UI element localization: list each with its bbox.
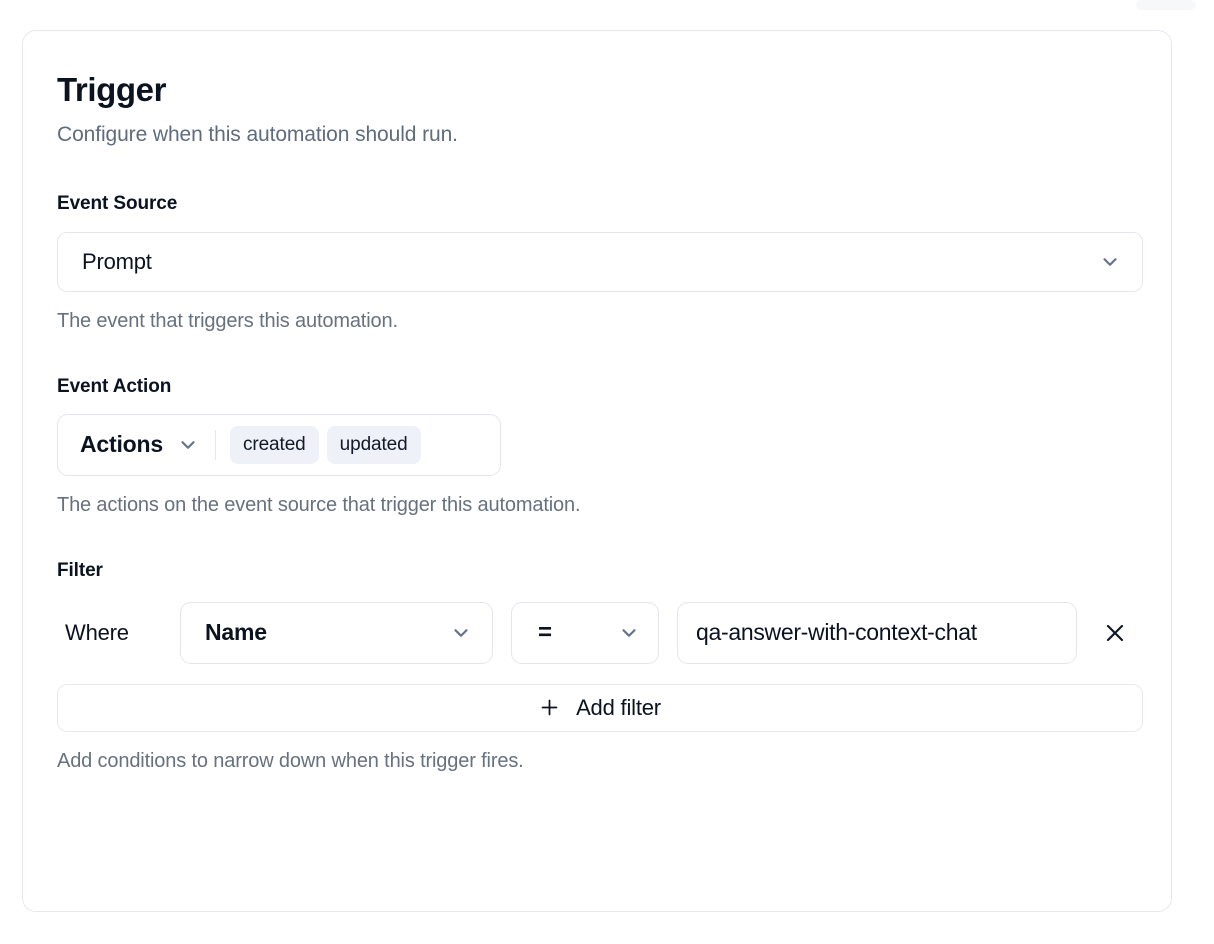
event-action-pills: created updated: [229, 425, 421, 464]
filter-where-label: Where: [65, 619, 129, 645]
add-filter-label: Add filter: [576, 694, 661, 720]
event-action-label: Event Action: [57, 375, 172, 397]
trigger-card: Trigger Configure when this automation s…: [22, 30, 1172, 912]
close-icon: [1103, 621, 1127, 645]
remove-filter-button[interactable]: [1095, 613, 1135, 653]
event-action-dropdown-label: Actions: [80, 431, 163, 458]
event-source-section: Event Source Prompt The event that trigg…: [57, 192, 1143, 333]
event-action-dropdown[interactable]: Actions: [80, 431, 215, 458]
event-action-control: Actions created updated: [57, 413, 501, 476]
event-action-section: Event Action Actions created updated The…: [57, 376, 1137, 517]
event-source-helper: The event that triggers this automation.: [57, 309, 398, 332]
event-action-pill-updated[interactable]: updated: [326, 425, 421, 464]
chevron-down-icon: [177, 434, 199, 456]
divider: [214, 429, 216, 460]
filter-field-select[interactable]: Name: [180, 601, 493, 664]
chevron-down-icon: [618, 622, 640, 644]
page-title: Trigger: [57, 71, 167, 108]
chevron-down-icon: [1099, 251, 1121, 273]
event-action-helper: The actions on the event source that tri…: [57, 493, 581, 516]
add-filter-button[interactable]: Add filter: [57, 683, 1143, 732]
filter-value-input[interactable]: [677, 601, 1077, 664]
filter-helper: Add conditions to narrow down when this …: [57, 749, 524, 772]
scroll-indicator: [1136, 0, 1196, 10]
chevron-down-icon: [450, 622, 472, 644]
card-subtitle: Configure when this automation should ru…: [57, 122, 458, 146]
event-source-select[interactable]: Prompt: [57, 231, 1143, 292]
event-source-label: Event Source: [57, 192, 178, 214]
filter-row: Where Name =: [57, 601, 1137, 664]
filter-label: Filter: [57, 559, 103, 581]
event-source-value: Prompt: [82, 248, 152, 274]
filter-operator-select[interactable]: =: [511, 601, 659, 664]
filter-field-value: Name: [205, 619, 267, 646]
filter-section: Filter Where Name =: [57, 559, 1143, 773]
filter-operator-value: =: [538, 618, 552, 646]
event-action-pill-created[interactable]: created: [229, 425, 319, 464]
plus-icon: [539, 697, 560, 718]
